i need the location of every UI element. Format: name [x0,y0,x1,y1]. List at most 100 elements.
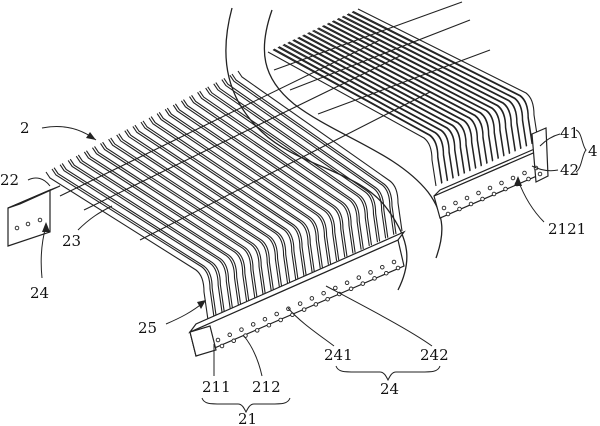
wire-frame [77,154,242,306]
left-end-bracket [7,185,61,247]
wire-frame [205,87,370,247]
wire-frame [166,107,332,264]
bolt-hole [344,280,350,286]
bolt-hole [297,301,303,306]
wire-frame [124,130,289,284]
bolt-hole [491,191,497,197]
bolt-hole [487,185,493,191]
bolt-hole [503,186,508,192]
bolt-hole [395,265,401,271]
wire-frame [85,150,250,302]
bolt-hole [510,175,516,181]
wire-frame [164,109,329,265]
wire-frame [148,117,313,273]
wire-frame [100,143,264,295]
left-wire-frames [45,39,431,321]
bolt-hole [313,302,319,307]
cross-rod [289,19,471,91]
bolt-hole [441,205,447,211]
wire-frame [231,73,397,235]
break-lines [225,7,443,291]
bolt-hole [333,285,338,291]
wire-frame [207,86,373,246]
label-211: 211 [202,378,231,396]
bolt-hole [309,296,315,301]
bolt-hole [239,327,244,332]
bolt-hole [262,316,268,322]
wire-frame [140,121,305,276]
wire-frame [132,126,297,280]
label-22: 22 [0,171,19,189]
label-2121: 2121 [548,220,586,238]
wire-frame [221,79,387,239]
wire-frame [108,138,272,291]
wire-frame [110,137,274,291]
label-25: 25 [138,319,157,337]
bolt-hole [526,176,531,182]
wire-frame [172,104,338,261]
bolt-hole [227,332,232,338]
wire-frame [215,82,381,242]
label-241: 241 [324,346,353,364]
wire-frame [327,23,505,157]
bolt-hole [445,211,451,217]
wire-frame [312,30,488,164]
bolt-hole [476,190,481,196]
wire-frame [118,133,283,287]
bolt-hole [453,200,458,206]
wire-frame [59,164,223,314]
label-4: 4 [588,142,598,160]
wire-frame [91,147,256,299]
wire-frame [102,141,266,294]
wire-frame [297,37,471,172]
wire-frame [174,103,340,261]
wire-frame [53,167,217,317]
wire-frame [272,49,443,184]
wire-frame [287,42,460,177]
wire-frame [307,32,482,167]
bolt-hole [219,343,225,349]
wire-frame [237,70,403,232]
bolt-hole [457,206,462,212]
bolt-hole [274,311,279,317]
wire-frame [67,160,231,310]
label-42: 42 [560,161,579,179]
wire-frame [302,35,477,169]
bolt-hole [215,337,221,343]
cross-rod [317,49,491,115]
bolt-hole [356,275,362,280]
wire-frame [75,155,240,306]
wire-frame [357,8,539,142]
bolt-hole [301,307,307,312]
bolt-hole [360,281,366,286]
label-24-left: 24 [30,284,49,302]
wire-frame [126,129,291,283]
bolt-hole [537,171,543,177]
wire-frame [94,146,258,298]
label-21: 21 [238,410,257,426]
wire-frame [292,39,465,174]
wire-frame [83,151,248,303]
wire-frame [331,20,510,154]
wire-frame [341,16,522,150]
wire-frame [156,113,321,269]
wire-frame [282,44,454,179]
label-212: 212 [252,378,281,396]
bolt-hole [231,338,236,344]
label-23: 23 [62,232,81,250]
bolt-hole [368,270,373,275]
wire-frame [322,25,499,159]
label-41: 41 [560,124,579,142]
bolt-hole [384,270,389,276]
wire-frame [223,77,389,238]
bolt-hole [391,259,397,265]
wire-frame [142,120,307,276]
wire-frame [183,99,348,257]
wire-frame [336,18,516,152]
bolt-hole [266,322,272,328]
cross-rod [83,55,401,211]
wire-frame [277,46,448,182]
bolt-hole [522,170,527,176]
cross-rod [139,91,431,241]
wire-frame [134,124,299,279]
